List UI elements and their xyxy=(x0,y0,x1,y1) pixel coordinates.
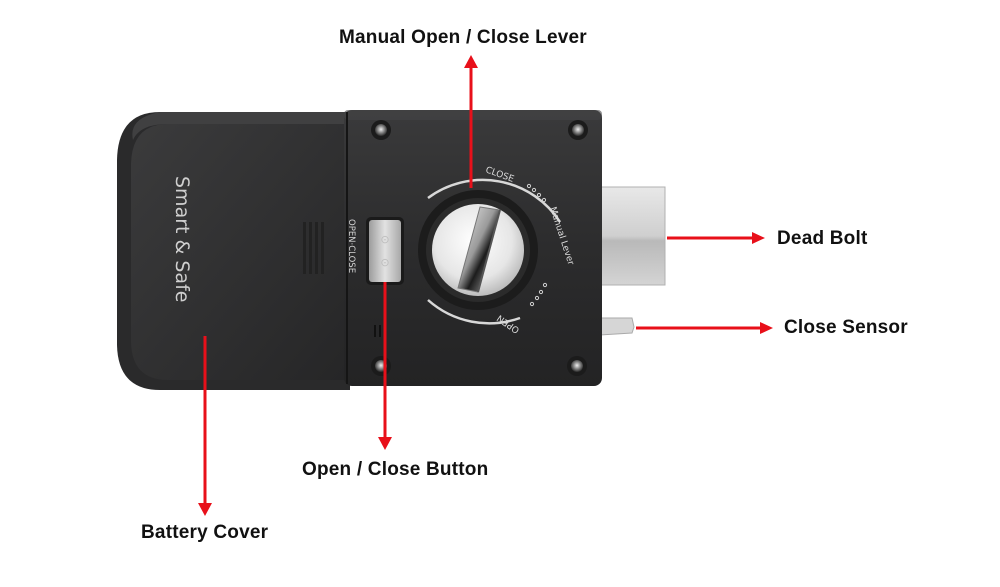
close-icon: ⊙ xyxy=(380,256,389,269)
callout-battery-cover: Battery Cover xyxy=(141,522,269,543)
callout-dead-bolt: Dead Bolt xyxy=(777,228,868,249)
manual-lever-knob[interactable] xyxy=(418,190,538,310)
dial-arc-bottom xyxy=(427,299,521,325)
dead-bolt xyxy=(599,186,666,286)
callout-close-sensor: Close Sensor xyxy=(784,317,908,338)
arrow-close-sensor xyxy=(636,322,773,334)
dial-arc-top xyxy=(427,178,562,223)
screw-icon xyxy=(375,124,387,136)
brand-text: Smart & Safe xyxy=(171,176,193,302)
open-close-side-text: OPEN·CLOSE xyxy=(346,219,356,273)
arrow-manual-lever xyxy=(464,55,478,188)
battery-cover xyxy=(117,112,350,390)
vent-grille xyxy=(303,222,324,274)
callout-open-close-button: Open / Close Button xyxy=(302,459,489,480)
open-close-button[interactable]: ⊙ ⊙ xyxy=(366,217,404,285)
arrow-battery-cover xyxy=(198,336,212,516)
dial-dots xyxy=(526,183,548,307)
arrow-open-close-button xyxy=(378,282,392,450)
arrow-dead-bolt xyxy=(667,232,765,244)
indicator-slot xyxy=(374,325,376,337)
close-sensor xyxy=(599,317,635,336)
open-icon: ⊙ xyxy=(380,233,389,246)
screw-icon xyxy=(572,124,584,136)
screw-icon xyxy=(571,360,583,372)
callout-manual-lever: Manual Open / Close Lever xyxy=(339,27,587,48)
indicator-slot xyxy=(379,325,381,337)
